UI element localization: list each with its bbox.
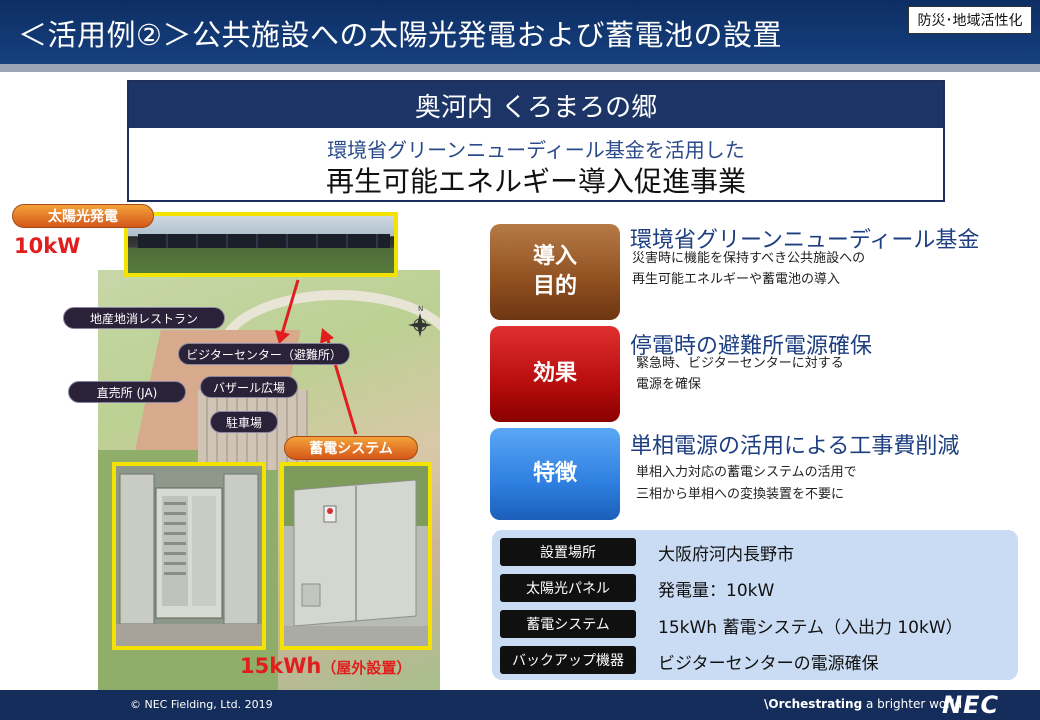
storage-capacity-note: （屋外設置） — [321, 659, 412, 677]
copyright: © NEC Fielding, Ltd. 2019 — [130, 698, 273, 711]
effect-button: 効果 — [490, 326, 620, 422]
spec-label-solar: 太陽光パネル — [500, 574, 636, 602]
project-banner: 奥河内 くろまろの郷 環境省グリーンニューディール基金を活用した 再生可能エネル… — [127, 80, 945, 202]
spec-label-backup: バックアップ機器 — [500, 646, 636, 674]
map-label-direct-shop: 直売所 (JA) — [68, 381, 186, 403]
nec-logo: NEC — [942, 691, 1000, 719]
map-label-bazaar: バザール広場 — [200, 376, 298, 398]
effect-desc-line1: 緊急時、ビジターセンターに対する — [636, 356, 844, 371]
solar-capacity: 10kW — [14, 234, 81, 258]
slide-header: ＜活用例②＞公共施設への太陽光発電および蓄電池の設置 防災･地域活性化 — [0, 0, 1040, 64]
feature-desc-line2: 三相から単相への変換装置を不要に — [636, 487, 845, 502]
storage-capacity-value: 15kWh — [240, 654, 322, 678]
feature-button: 特徴 — [490, 428, 620, 520]
effect-title: 停電時の避難所電源確保 — [630, 334, 873, 359]
solar-panel-photo — [124, 212, 398, 277]
banner-main-title: 再生可能エネルギー導入促進事業 — [325, 165, 746, 198]
solar-label: 太陽光発電 — [12, 204, 154, 228]
slide-footer: © NEC Fielding, Ltd. 2019 \Orchestrating… — [0, 690, 1040, 720]
spec-value-solar: 発電量：10kW — [658, 581, 775, 601]
feature-desc-line1: 単相入力対応の蓄電システムの活用で — [636, 465, 857, 480]
tagline-bold: \Orchestrating — [764, 697, 863, 711]
storage-capacity: 15kWh（屋外設置） — [240, 654, 411, 678]
effect-desc-line2: 電源を確保 — [636, 377, 702, 392]
storage-cabinet-open-photo — [112, 462, 266, 650]
map-label-restaurant: 地産地消レストラン — [63, 307, 225, 329]
header-divider — [0, 64, 1040, 72]
tagline: \Orchestrating a brighter world — [764, 697, 962, 711]
compass-icon: N — [408, 305, 432, 337]
purpose-title: 環境省グリーンニューディール基金 — [630, 228, 980, 253]
category-badge: 防災･地域活性化 — [908, 6, 1032, 34]
purpose-desc-line2: 再生可能エネルギーや蓄電池の導入 — [632, 272, 841, 287]
spec-label-storage: 蓄電システム — [500, 610, 636, 638]
spec-value-location: 大阪府河内長野市 — [658, 545, 794, 565]
storage-cabinet-closed-photo — [280, 462, 432, 650]
feature-title: 単相電源の活用による工事費削減 — [630, 434, 960, 459]
map-label-visitor-center: ビジターセンター（避難所） — [178, 343, 350, 365]
solar-arrow — [275, 279, 300, 344]
purpose-desc-line1: 災害時に機能を保持すべき公共施設への — [632, 251, 866, 266]
banner-subtitle: 環境省グリーンニューディール基金を活用した — [327, 138, 745, 162]
purpose-button: 導入 目的 — [490, 224, 620, 320]
tagline-rest: a brighter world — [862, 697, 963, 711]
storage-label: 蓄電システム — [284, 436, 418, 460]
compass-north-letter: N — [418, 305, 423, 313]
facility-name: 奥河内 くろまろの郷 — [129, 82, 943, 128]
page-title: ＜活用例②＞公共施設への太陽光発電および蓄電池の設置 — [18, 18, 782, 52]
spec-value-backup: ビジターセンターの電源確保 — [658, 654, 879, 674]
solar-panels — [138, 234, 390, 248]
spec-label-location: 設置場所 — [500, 538, 636, 566]
spec-value-storage: 15kWh 蓄電システム（入出力 10kW） — [658, 618, 963, 638]
map-label-parking: 駐車場 — [210, 411, 278, 433]
